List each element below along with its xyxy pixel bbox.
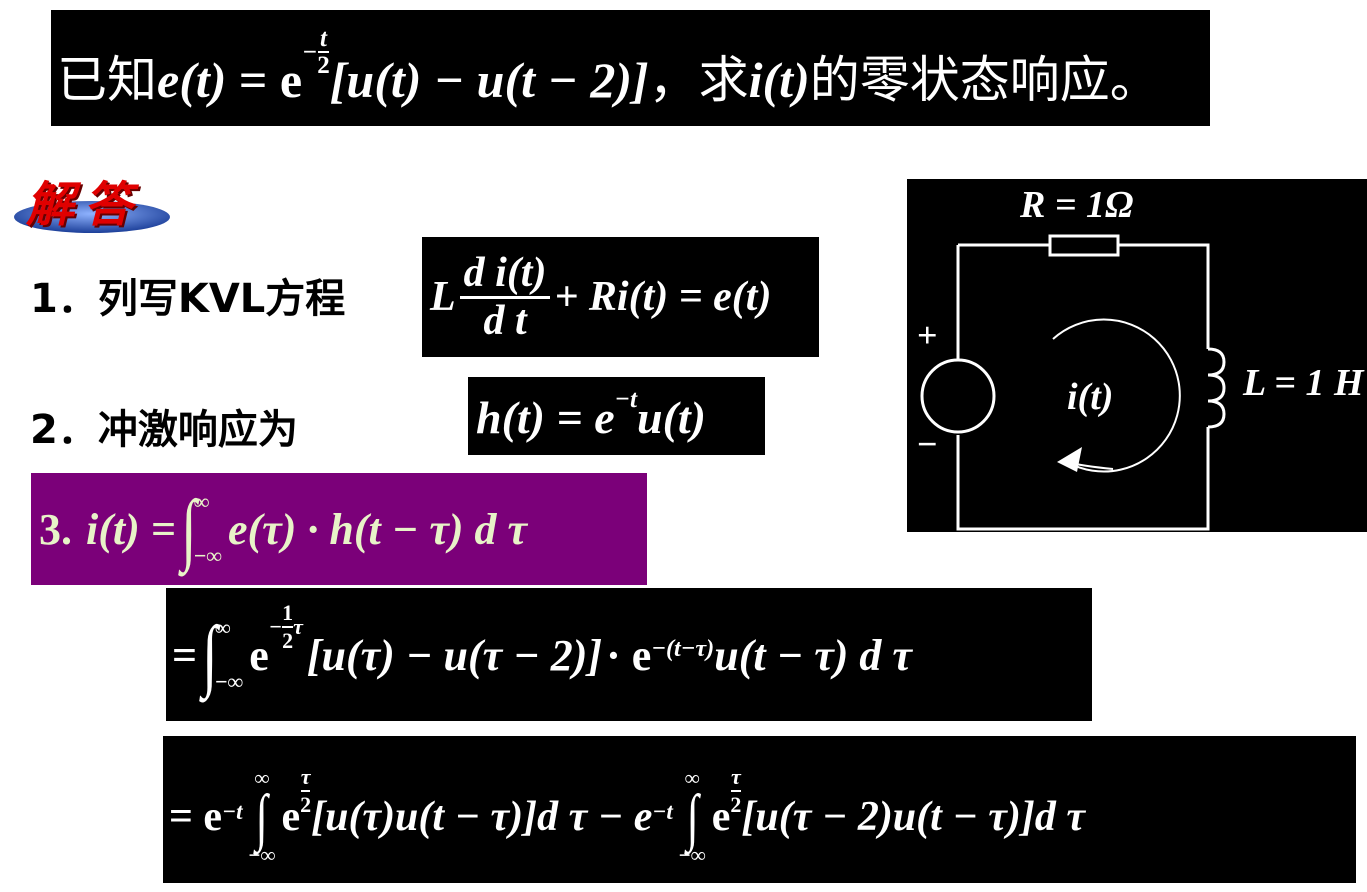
circuit-wire: [956, 243, 1210, 531]
problem-e-lhs: e(t): [157, 52, 227, 108]
step1-den: d t: [483, 297, 527, 344]
line3-bracket-2: [u(τ − 2)u(t − τ)]d τ: [741, 794, 1086, 840]
line3-integral-2: ∞ ∫ −∞: [678, 765, 706, 868]
line2-limits: ∞ −∞: [215, 614, 244, 694]
circuit-diagram: R = 1Ω L = 1 H i(t) + −: [907, 179, 1367, 532]
resistor-label: R = 1Ω: [1020, 184, 1134, 226]
resistor-icon: [1048, 234, 1120, 257]
problem-suffix-i: i(t): [748, 52, 810, 108]
line3-e2: e: [711, 794, 731, 840]
answer-logo: 解答: [12, 165, 172, 235]
step2-equation: h(t) = e−tu(t): [468, 377, 765, 455]
line3-integral-1-icon: ∫: [255, 781, 269, 852]
line3-exp-frac-1: τ 2: [300, 764, 312, 817]
inductor-icon: [1207, 347, 1226, 429]
problem-eq: = e: [226, 52, 303, 108]
answer-logo-text: 解答: [26, 177, 143, 233]
step3-integrand: e(τ) · h(t − τ) d τ: [227, 504, 528, 554]
line2-dot-e: · e: [606, 630, 652, 680]
problem-prefix: 已知: [57, 51, 157, 109]
voltage-source-icon: [920, 358, 996, 434]
line3-exp2: −t: [652, 797, 673, 824]
step2-rest: u(t): [637, 392, 706, 443]
line3-bracket-1: [u(τ)u(t − τ)]d τ − e: [311, 794, 653, 840]
line2-upper: ∞: [215, 614, 231, 640]
line3-exp1: −t: [222, 797, 243, 824]
step2-label: 2．冲激响应为: [30, 407, 298, 453]
step1-equation: L d i(t) d t + Ri(t) = e(t): [422, 237, 819, 357]
step2-eq: h(t) = e: [476, 392, 615, 443]
line2-exp2: −(t−τ): [651, 635, 715, 662]
line2-integral-icon: ∫: [202, 611, 218, 699]
step3-limits: ∞ −∞: [193, 488, 222, 568]
step1-rest: + Ri(t) = e(t): [554, 274, 772, 320]
step3-equation: 3. i(t) = ∫ ∞ −∞ e(τ) · h(t − τ) d τ: [31, 473, 647, 585]
problem-suffix-2: 的零状态响应。: [809, 51, 1160, 109]
step3-prefix: 3.: [39, 504, 72, 554]
minus-sign: −: [917, 424, 938, 464]
line3-eq: = e: [169, 794, 223, 840]
line3-integral-1: ∞ ∫ −∞: [248, 765, 276, 868]
plus-sign: +: [917, 315, 938, 355]
step1-L: L: [430, 274, 456, 320]
answer-logo-oval: [14, 201, 170, 233]
step2-exp: −t: [614, 385, 637, 413]
problem-suffix-1: ，求: [648, 51, 749, 109]
step3-lhs: i(t) =: [86, 504, 176, 554]
step3-integral-icon: ∫: [181, 485, 197, 573]
step1-label: 1．列写KVL方程: [30, 276, 346, 322]
line2-eq: =: [172, 630, 198, 680]
line3-equation: = e−t ∞ ∫ −∞ e τ 2 [u(τ)u(t − τ)]d τ − e…: [163, 736, 1356, 883]
current-label: i(t): [1067, 376, 1114, 418]
line2-tail: u(t − τ) d τ: [714, 630, 912, 680]
line2-e1: e: [249, 630, 269, 680]
line2-equation: = ∫ ∞ −∞ e − 1 2 τ [u(τ) − u(τ − 2)] · e…: [166, 588, 1092, 721]
line2-bracket: [u(τ) − u(τ − 2)]: [306, 630, 603, 680]
step3-lower: −∞: [193, 543, 222, 568]
problem-bracket: [u(t) − u(t − 2)]: [329, 52, 649, 108]
circuit-svg: [920, 234, 1226, 531]
current-arrowhead-icon: [1057, 447, 1082, 472]
step1-num: d i(t): [459, 251, 551, 299]
step1-fraction: d i(t) d t: [459, 251, 551, 344]
line2-lower: −∞: [215, 669, 244, 694]
line3-integral-2-icon: ∫: [686, 781, 699, 852]
line3-e1: e: [281, 794, 301, 840]
inductor-label: L = 1 H: [1243, 362, 1364, 404]
line3-exp-frac-2: τ 2: [730, 764, 742, 817]
line2-exponent: − 1 2 τ: [268, 600, 303, 653]
step3-upper: ∞: [193, 488, 210, 514]
